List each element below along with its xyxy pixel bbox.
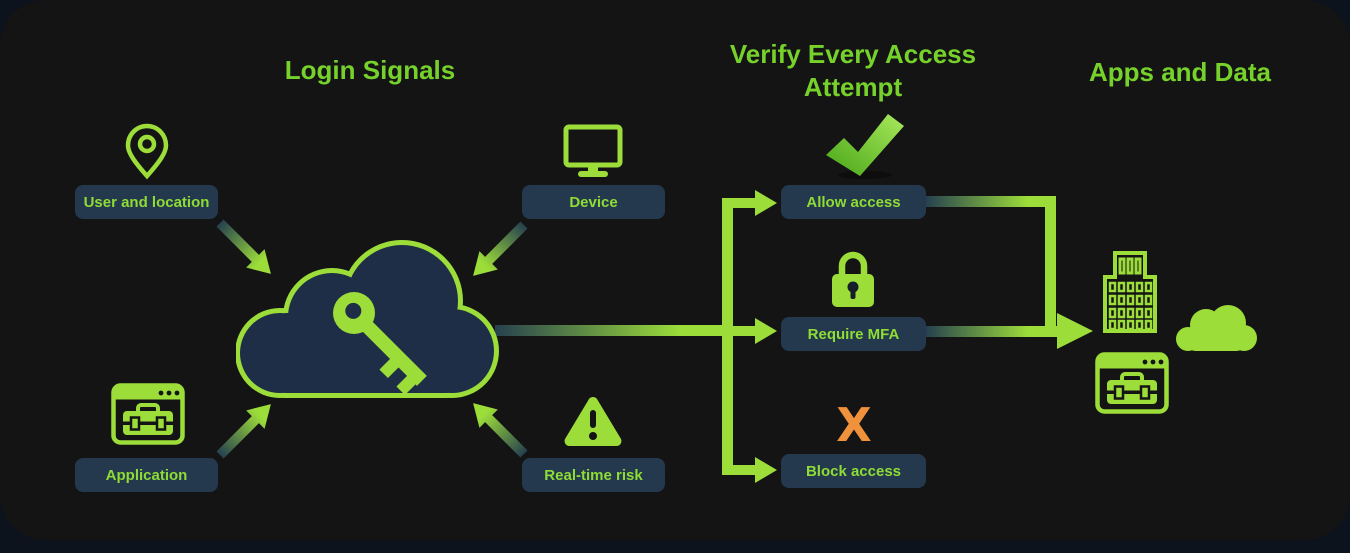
arrow-risk-to-cloud [463, 393, 534, 464]
line-allow-output [926, 196, 1056, 207]
line-allow-down [1045, 196, 1056, 337]
x-icon: X [836, 398, 872, 452]
location-pin-icon [123, 123, 171, 181]
label-allow-access: Allow access [781, 185, 926, 219]
cloud-key-icon [236, 239, 502, 403]
warning-triangle-icon [563, 394, 623, 446]
app-window-icon [111, 383, 185, 445]
login-signals-title: Login Signals [284, 55, 456, 85]
building-icon [1103, 251, 1157, 333]
arrowhead-to-apps [1057, 313, 1093, 349]
label-real-time-risk: Real-time risk [522, 458, 665, 492]
label-application: Application [75, 458, 218, 492]
decision-trunk-line [722, 198, 733, 475]
monitor-icon [563, 124, 623, 178]
lock-icon [830, 250, 876, 308]
line-cloud-to-trunk [495, 325, 733, 336]
label-user-and-location: User and location [75, 185, 218, 219]
verify-title: Verify Every Access Attempt [729, 39, 977, 102]
apps-and-data-title: Apps and Data [1088, 57, 1272, 87]
line-mfa-output [926, 326, 1057, 337]
arrow-application-to-cloud [210, 394, 281, 465]
label-block-access: Block access [781, 454, 926, 488]
check-icon [821, 112, 907, 180]
briefcase-app-icon [1095, 352, 1169, 414]
label-require-mfa: Require MFA [781, 317, 926, 351]
cloud-icon [1172, 299, 1260, 353]
label-device: Device [522, 185, 665, 219]
